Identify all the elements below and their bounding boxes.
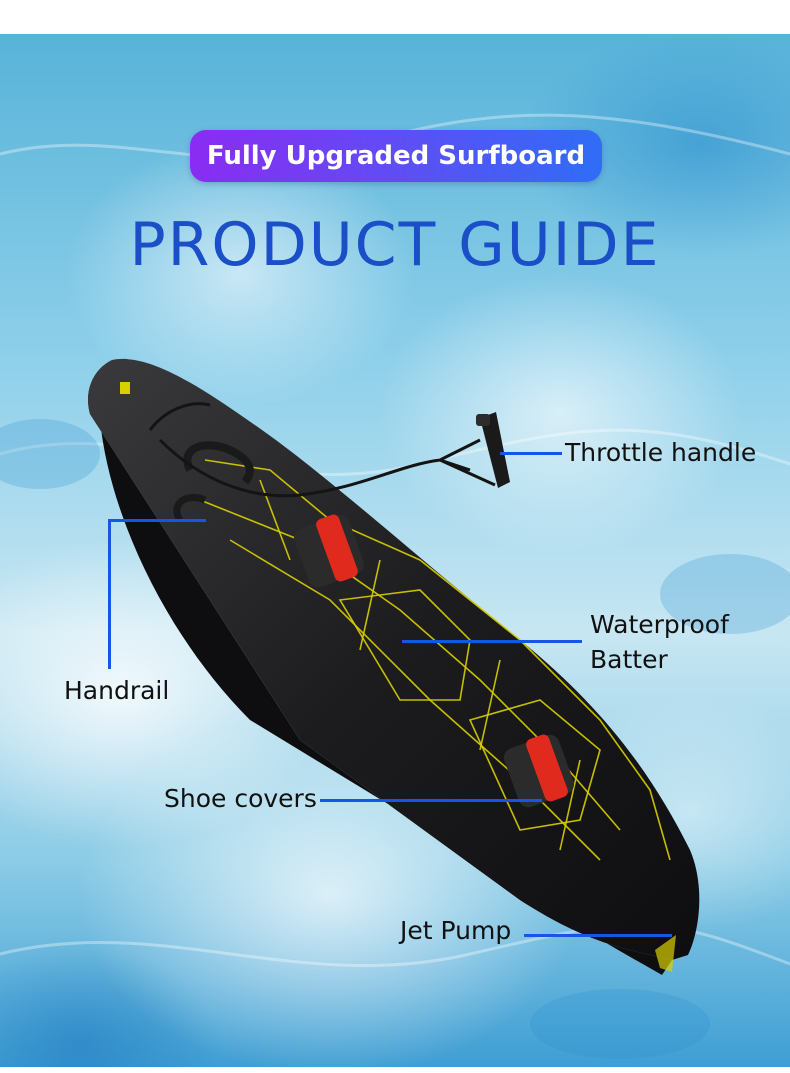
jet-pump-pointer bbox=[524, 934, 672, 937]
page-title: PRODUCT GUIDE bbox=[129, 210, 661, 280]
waterproof-label-line1: Waterproof bbox=[590, 610, 729, 639]
shoe-covers-label: Shoe covers bbox=[164, 784, 317, 813]
rear-binding bbox=[503, 734, 575, 808]
bottom-margin bbox=[0, 1067, 790, 1073]
board-deck bbox=[88, 358, 700, 960]
handrail-pointer-vertical bbox=[108, 519, 111, 669]
waterproof-label-line2: Batter bbox=[590, 645, 668, 674]
board-hull bbox=[88, 360, 673, 975]
top-margin bbox=[0, 0, 790, 34]
jet-pump-nozzle bbox=[655, 935, 676, 972]
throttle-handle-pointer bbox=[500, 452, 562, 455]
brand-logo-mark bbox=[120, 382, 130, 394]
throttle-handle-label: Throttle handle bbox=[565, 438, 757, 467]
fully-upgraded-badge: Fully Upgraded Surfboard bbox=[190, 130, 602, 182]
front-binding bbox=[293, 514, 365, 588]
handrail-pointer-horizontal bbox=[108, 519, 206, 522]
waterproof-battery-pointer bbox=[402, 640, 582, 643]
shoe-covers-pointer bbox=[320, 799, 542, 802]
throttle-cable bbox=[148, 402, 496, 498]
water-texture bbox=[0, 113, 790, 1059]
handrail-label: Handrail bbox=[64, 676, 170, 705]
handrail bbox=[173, 441, 254, 522]
throttle-handle bbox=[476, 412, 510, 488]
jet-pump-label: Jet Pump bbox=[400, 916, 512, 945]
badge-text: Fully Upgraded Surfboard bbox=[206, 141, 586, 171]
